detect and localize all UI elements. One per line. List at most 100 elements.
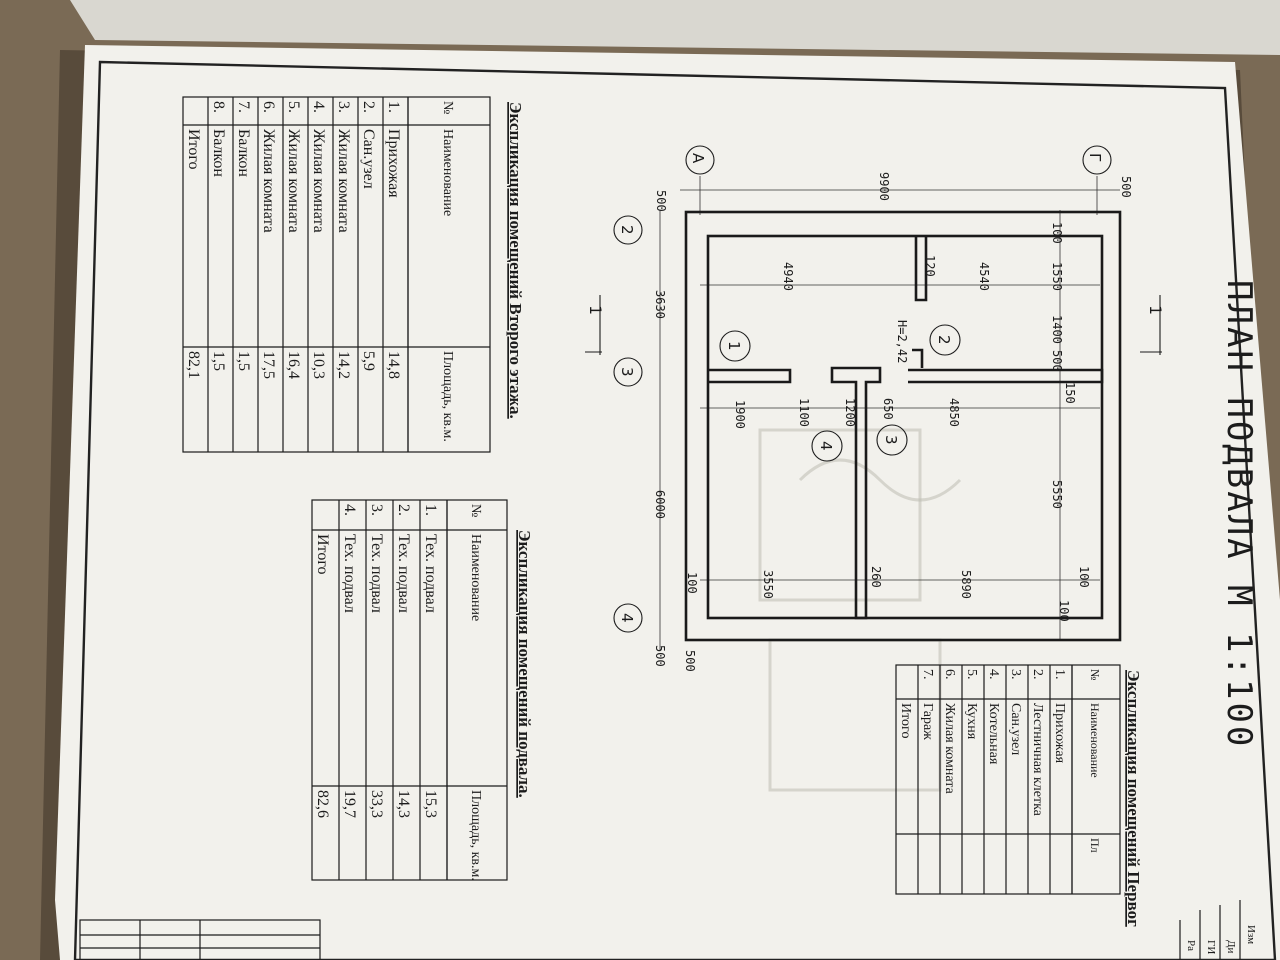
dim-3630: 3630 bbox=[653, 290, 667, 319]
partition-t-wall bbox=[830, 366, 882, 620]
basement-cell-0-2: 15,3 bbox=[422, 790, 439, 818]
second_floor-cell-6-0: 7. bbox=[235, 101, 252, 113]
basement-cell-3-1: Тех. подвал bbox=[341, 534, 358, 613]
dim-5890: 5890 bbox=[959, 570, 973, 599]
dim-100d: 100 bbox=[1057, 600, 1071, 622]
partition-small bbox=[912, 348, 924, 368]
first_floor-cell-5-0: 6. bbox=[942, 669, 957, 680]
table-second-floor: Экспликация помещений Второго этажа. № На… bbox=[182, 96, 525, 453]
dim-500-r2: 500 bbox=[683, 650, 697, 672]
basement-cell-1-0: 2. bbox=[395, 504, 412, 516]
second_floor-cell-7-0: 8. bbox=[210, 101, 227, 113]
second_floor-cell-4-0: 5. bbox=[285, 101, 302, 113]
height-mark: Н=2,42 bbox=[895, 320, 909, 363]
axis-label-3: 3 bbox=[618, 367, 636, 377]
dim-3550: 3550 bbox=[761, 570, 775, 599]
basement-total-label: Итого bbox=[314, 534, 331, 575]
second_floor-cell-1-2: 5,9 bbox=[360, 351, 377, 371]
second_floor-total-value: 82,1 bbox=[185, 351, 202, 379]
first_floor-cell-3-0: 4. bbox=[986, 669, 1001, 680]
dim-1200: 1200 bbox=[843, 398, 857, 427]
second_floor-cell-1-0: 2. bbox=[360, 101, 377, 113]
second_floor-cell-0-0: 1. bbox=[385, 101, 402, 113]
first_floor-cell-6-0: 7. bbox=[920, 669, 935, 680]
dim-150: 150 bbox=[1063, 382, 1077, 404]
stamp-label-izm: Изм bbox=[1245, 925, 1257, 944]
dim-100c: 100 bbox=[1077, 566, 1091, 588]
axis-circle-3 bbox=[613, 357, 643, 387]
paper-sheet bbox=[55, 45, 1280, 960]
basement-cell-1-1: Тех. подвал bbox=[395, 534, 412, 613]
second_floor-cell-2-2: 14,2 bbox=[335, 351, 352, 379]
dim-100b: 100 bbox=[685, 572, 699, 594]
second_floor-total-label: Итого bbox=[185, 129, 202, 170]
basement-cell-0-1: Тех. подвал bbox=[422, 534, 439, 613]
table-basement-title: Экспликация помещений подвала. bbox=[515, 530, 534, 798]
room-number-1: 1 bbox=[725, 341, 743, 351]
second_floor-cell-3-2: 10,3 bbox=[310, 351, 327, 379]
dim-500-r: 500 bbox=[653, 645, 667, 667]
basement-cell-2-0: 3. bbox=[368, 504, 385, 516]
basement-total-value: 82,6 bbox=[314, 790, 331, 818]
first_floor-cell-1-0: 2. bbox=[1030, 669, 1045, 680]
first_floor-cell-0-1: Прихожая bbox=[1052, 703, 1067, 764]
second_floor-cell-5-2: 17,5 bbox=[260, 351, 277, 379]
second_floor-cell-2-1: Жилая комната bbox=[335, 129, 352, 233]
table-first-floor-title: Экспликация помещений Первог bbox=[1124, 670, 1143, 927]
dim-1100: 1100 bbox=[797, 398, 811, 427]
dim-4540: 4540 bbox=[977, 262, 991, 291]
basement-header-1: Наименование bbox=[468, 534, 483, 621]
basement-cell-1-2: 14,3 bbox=[395, 790, 412, 818]
partition-room1 bbox=[708, 368, 792, 384]
second_floor-cell-6-1: Балкон bbox=[235, 129, 252, 177]
dim-4850: 4850 bbox=[947, 398, 961, 427]
first_floor-table-border bbox=[895, 664, 1121, 895]
axis-label-2: 2 bbox=[618, 225, 636, 235]
dim-overall: 9900 bbox=[877, 172, 891, 201]
second_floor-cell-6-2: 1,5 bbox=[235, 351, 252, 371]
table-basement: Экспликация помещений подвала. №Наименов… bbox=[311, 499, 534, 881]
basement-cell-2-1: Тех. подвал bbox=[368, 534, 385, 613]
dim-120: 120 bbox=[923, 255, 937, 277]
basement-cell-0-0: 1. bbox=[422, 504, 439, 516]
first_floor-cell-6-1: Гараж bbox=[920, 703, 935, 740]
second_floor-header-2: Площадь, кв.м. bbox=[440, 351, 455, 442]
first_floor-header-1: Наименование bbox=[1088, 703, 1102, 778]
first_floor-cell-1-1: Лестничная клетка bbox=[1030, 703, 1045, 817]
basement-cell-3-0: 4. bbox=[341, 504, 358, 516]
second_floor-cell-3-1: Жилая комната bbox=[310, 129, 327, 233]
basement-cell-2-2: 33,3 bbox=[368, 790, 385, 818]
basement-table-border bbox=[311, 499, 508, 881]
table-second-floor-title: Экспликация помещений Второго этажа. bbox=[506, 102, 525, 419]
axis-label-g: Г bbox=[1086, 153, 1104, 162]
second_floor-cell-4-2: 16,4 bbox=[285, 351, 302, 379]
room-number-3: 3 bbox=[882, 435, 900, 445]
table-first-floor: Экспликация помещений Первог №Наименован… bbox=[895, 664, 1143, 927]
second_floor-cell-7-1: Балкон bbox=[210, 129, 227, 177]
dimension-lines bbox=[659, 176, 1120, 650]
dim-1900: 1900 bbox=[733, 400, 747, 429]
outer-wall-outer bbox=[684, 210, 1122, 642]
partition-stub bbox=[914, 236, 928, 302]
stamp-label-ra: Ра bbox=[1185, 940, 1197, 951]
stamp-label-gi: ГИ bbox=[1205, 940, 1217, 954]
first_floor-cell-0-0: 1. bbox=[1052, 669, 1067, 680]
axis-circle-4 bbox=[613, 603, 643, 633]
second_floor-cell-3-0: 4. bbox=[310, 101, 327, 113]
dim-6000: 6000 bbox=[653, 490, 667, 519]
second_floor-cell-0-2: 14,8 bbox=[385, 351, 402, 379]
first_floor-cell-2-1: Сан.узел bbox=[1008, 703, 1023, 755]
basement-plan: 1 2 3 4 Н=2,42 bbox=[684, 210, 1122, 642]
dim-500m: 500 bbox=[1050, 350, 1064, 372]
second_floor-header-0: № bbox=[440, 101, 455, 114]
first_floor-cell-4-1: Кухня bbox=[964, 703, 979, 740]
partition-room2 bbox=[908, 368, 1104, 384]
second_floor-header-1: Наименование bbox=[440, 129, 455, 216]
dim-4940: 4940 bbox=[781, 262, 795, 291]
axis-label-4: 4 bbox=[618, 613, 636, 623]
second_floor-cell-5-1: Жилая комната bbox=[260, 129, 277, 233]
axis-markers: А Г 2 3 4 bbox=[613, 145, 1112, 633]
axis-label-a: А bbox=[689, 153, 707, 164]
second_floor-table-border bbox=[182, 96, 491, 453]
